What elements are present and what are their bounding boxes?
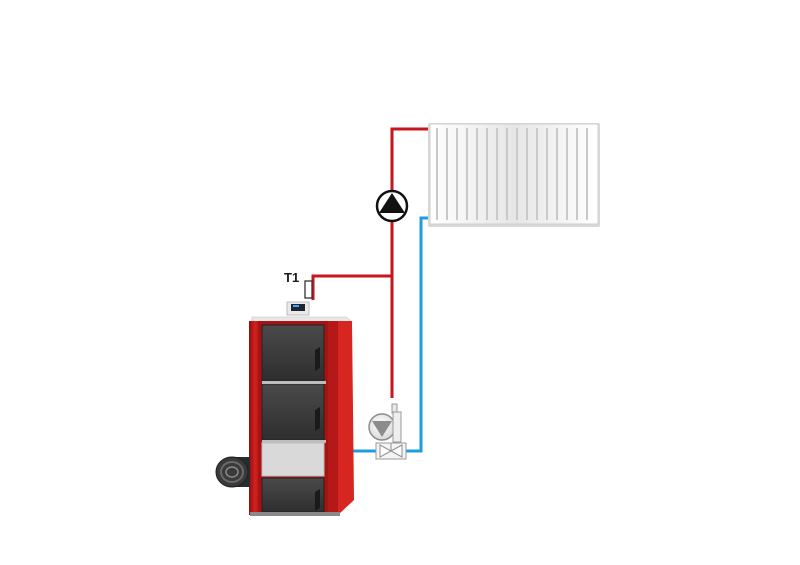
supply-pipe: [311, 127, 430, 398]
radiator-icon: [428, 123, 600, 227]
pump-icon: [375, 189, 409, 223]
fan-icon: [215, 456, 250, 488]
return-pipe: [352, 216, 430, 453]
sensor-label: T1: [284, 270, 299, 285]
solid-fuel-boiler-icon: [249, 301, 354, 516]
mixing-valve-icon: [368, 403, 407, 460]
sensor-icon: [304, 280, 313, 299]
